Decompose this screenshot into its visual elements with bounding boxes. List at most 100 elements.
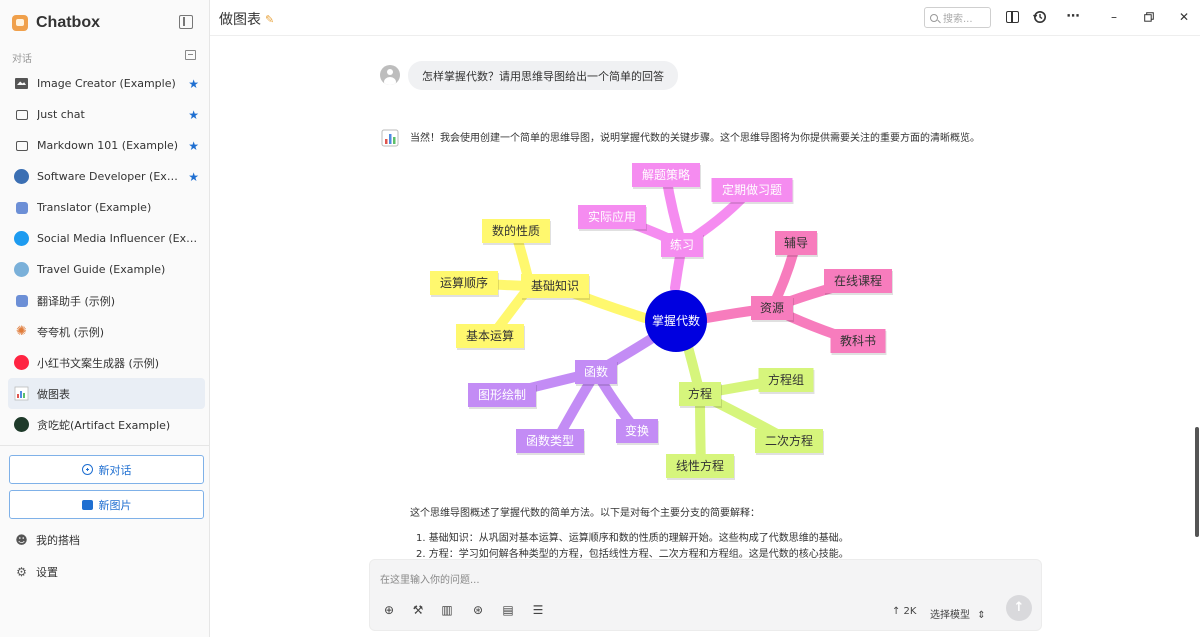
mindmap-leaf-node-label: 图形绘制 [478,387,526,402]
history-icon[interactable] [1032,10,1047,24]
star-icon[interactable]: ★ [188,169,199,184]
restore-icon[interactable] [1141,9,1157,25]
mindmap-branch-node: 函数 [575,360,618,386]
mindmap-leaf-node-label: 辅导 [784,236,808,250]
mindmap-branch-node-label: 方程 [688,386,712,401]
star-icon[interactable]: ★ [188,107,199,122]
image-icon [14,76,29,91]
mindmap-leaf-node: 实际应用 [578,205,647,231]
wrench-icon[interactable]: ⚒ [412,603,424,617]
toggle-panel-icon[interactable] [1006,11,1019,23]
star-icon[interactable]: ★ [188,76,199,91]
mindmap-leaf-node: 图形绘制 [468,383,537,409]
chat-bubble-icon [14,107,29,122]
mindmap-branch-node-box [661,233,703,257]
mindmap-leaf-node-label: 方程组 [768,372,804,387]
conversation-label: Image Creator (Example) [37,77,176,90]
sliders-icon[interactable]: ☰ [532,603,544,617]
add-circle-icon[interactable]: ⊕ [383,603,395,617]
conversation-label: 贪吃蛇(Artifact Example) [37,418,171,432]
search-placeholder: 搜索... [943,14,973,25]
conversation-label: Translator (Example) [37,201,152,214]
mindmap-branch-node-box [751,296,793,320]
chatbox-logo-icon [12,15,28,31]
mindmap-leaf-node: 数的性质 [482,219,551,245]
xiaohongshu-avatar-icon [14,355,29,370]
archive-icon[interactable] [185,50,196,60]
close-icon[interactable]: ✕ [1178,10,1190,24]
mindmap-leaf-node-label: 数的性质 [492,223,540,238]
new-image-button[interactable]: 新图片 [9,490,204,519]
conversation-item[interactable]: 翻译助手 (示例) [8,285,205,316]
mindmap-leaf-node-box [755,429,823,453]
mindmap-leaf-node-box [430,271,498,295]
section-label: 对话 [12,54,32,65]
scrollbar[interactable] [1195,427,1199,537]
globe-icon[interactable]: ⊛ [472,603,484,617]
conversation-label: Software Developer (Exam… [37,170,185,183]
mindmap-branch-node: 资源 [751,296,794,322]
user-avatar [380,65,400,85]
mindmap-leaf-node-label: 函数类型 [526,433,574,448]
minimize-icon[interactable]: – [1111,10,1117,24]
conversation-item-active[interactable]: 做图表 [8,378,205,409]
sidebar: Chatbox 对话 Image Creator (Example) ★ Jus… [0,0,210,637]
mindmap-nodes: 基础知识数的性质运算顺序基本运算练习解题策略定期做习题实际应用资源辅导在线课程教… [430,163,893,480]
conversation-item[interactable]: Software Developer (Exam… ★ [8,161,205,192]
message-input[interactable]: 在这里输入你的问题... [380,575,480,586]
mindmap-leaf-node: 解题策略 [632,163,701,189]
book-icon[interactable]: ▥ [441,603,453,617]
document-edit-icon[interactable]: ▤ [502,603,514,617]
gear-icon: ⚙ [16,564,27,579]
conversation-item[interactable]: Markdown 101 (Example) ★ [8,130,205,161]
explanation-list: 1. 基础知识：从巩固对基本运算、运算顺序和数的性质的理解开始。这些构成了代数思… [416,531,849,563]
mindmap-leaf-node-box [616,419,658,443]
send-button[interactable]: ↑ [1006,595,1032,621]
page-title[interactable]: 做图表 ✎ [219,9,274,29]
collapse-sidebar-icon[interactable] [179,15,193,29]
globe-avatar-icon [14,262,29,277]
my-copilots-label: 我的搭档 [36,534,80,547]
mindmap-leaf-node-label: 解题策略 [642,167,690,182]
mindmap-leaf-node-box [824,269,892,293]
mindmap-leaf-node: 定期做习题 [711,178,794,204]
mindmap-leaf-node-label: 定期做习题 [722,182,782,197]
message-input-box[interactable]: 在这里输入你的问题... ⊕ ⚒ ▥ ⊛ ▤ ☰ ↑ 2K 选择模型 ⇕ ↑ [369,559,1042,631]
sidebar-divider [0,445,210,446]
conversation-item[interactable]: 小红书文案生成器 (示例) [8,347,205,378]
my-copilots-item[interactable]: ☻ 我的搭档 [15,532,80,548]
mindmap-leaf-node: 变换 [616,419,659,445]
image-plus-icon [81,499,93,510]
mindmap-branch-node: 基础知识 [521,274,590,300]
mindmap-branch-node-box [679,382,721,406]
conversation-item[interactable]: Translator (Example) [8,192,205,223]
new-chat-button[interactable]: 新对话 [9,455,204,484]
mindmap-branch-node-label: 资源 [760,301,784,315]
mindmap-leaf-node-box [482,219,550,243]
chevron-updown-icon: ⇕ [977,610,986,621]
snake-avatar-icon [14,417,29,432]
conversation-item[interactable]: Just chat ★ [8,99,205,130]
mindmap-leaf-node: 二次方程 [755,429,824,455]
conversation-label: Just chat [37,108,85,121]
more-icon[interactable]: ⋯ [1066,9,1080,24]
conversation-item[interactable]: 贪吃蛇(Artifact Example) [8,409,205,440]
search-input[interactable]: 搜索... [924,7,991,28]
mindmap-leaf-node: 辅导 [775,231,818,257]
star-icon[interactable]: ★ [188,138,199,153]
mindmap-branch-node-label: 练习 [670,237,694,252]
mindmap-leaf-node-label: 变换 [625,423,649,438]
pencil-icon[interactable]: ✎ [265,12,275,26]
settings-item[interactable]: ⚙ 设置 [15,564,58,580]
conversation-item[interactable]: Social Media Influencer (Example) [8,223,205,254]
mindmap-leaf-node: 教科书 [830,329,887,355]
mindmap-leaf-node-box [456,324,524,348]
conversation-label: Markdown 101 (Example) [37,139,179,152]
token-count: ↑ 2K [892,606,917,617]
twitter-avatar-icon [14,231,29,246]
conversation-item[interactable]: ✺ 夸夸机 (示例) [8,316,205,347]
conversation-item[interactable]: Travel Guide (Example) [8,254,205,285]
mindmap-leaf-node-label: 实际应用 [588,209,636,224]
conversation-item[interactable]: Image Creator (Example) ★ [8,68,205,99]
model-select[interactable]: 选择模型 ⇕ [930,606,986,621]
